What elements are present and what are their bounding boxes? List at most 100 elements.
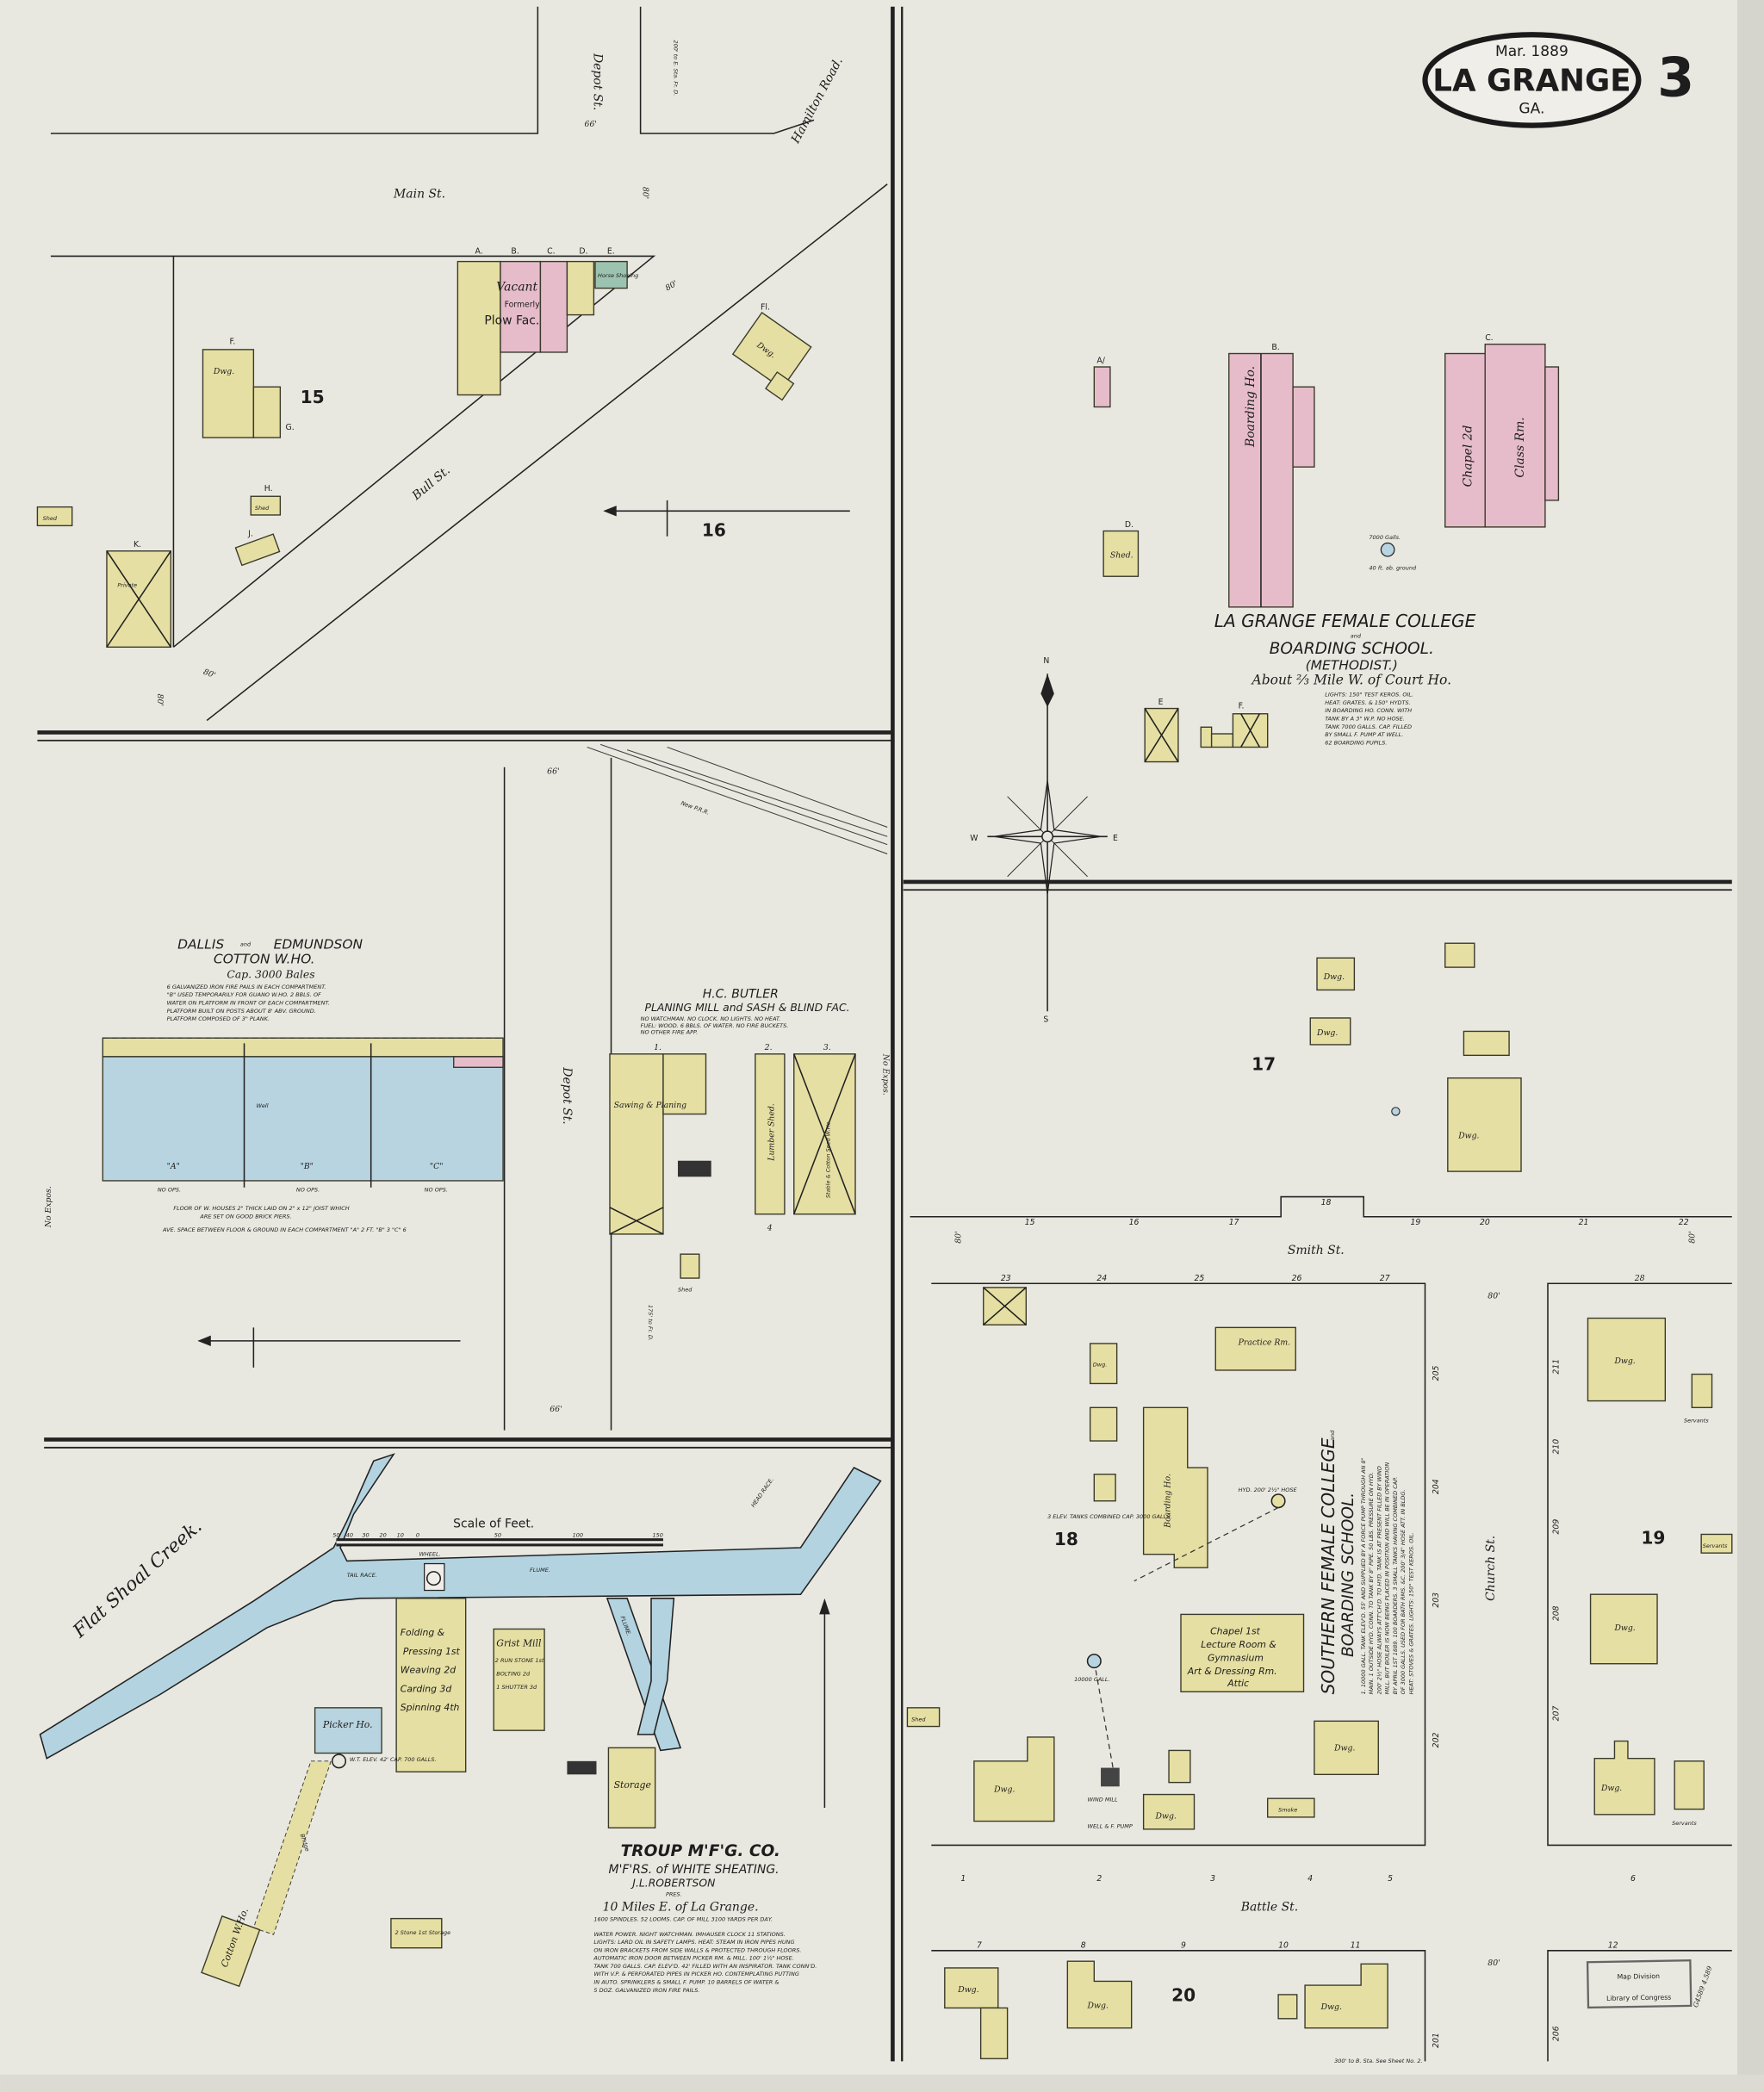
building-dwelling [1089, 1343, 1118, 1385]
boiler-icon [567, 1760, 597, 1775]
street-width: 80' [155, 694, 165, 706]
scale-tick: 150 [653, 1532, 663, 1539]
building-dwelling [1316, 957, 1356, 991]
vacant-label: Vacant [496, 281, 537, 295]
lot-number: 28 [1634, 1274, 1645, 1283]
dwelling-label: Dwg. [1613, 1356, 1635, 1366]
note-line: NO WATCHMAN. NO CLOCK. NO LIGHTS. NO HEA… [641, 1015, 781, 1022]
stone-storage-building [390, 1917, 443, 1949]
cotton-warehouse [201, 1915, 261, 1988]
compass-rose-icon: N S W E [970, 656, 1118, 1025]
butler-name: H.C. BUTLER [703, 988, 779, 1002]
note-line: BY SMALL F. PUMP AT WELL. [1325, 731, 1403, 738]
note-line: FLOOR OF W. HOUSES 2" THICK LAID ON 2" x… [173, 1205, 349, 1212]
picker-house-building [314, 1707, 382, 1754]
mill-floor-labels: Folding & Pressing 1st Weaving 2d Cardin… [401, 1627, 461, 1713]
lot-number: 9 [1181, 1941, 1186, 1951]
note-line: LIGHTS: 150° TEST KEROS. OIL. [1325, 692, 1413, 698]
scale-tick: 10 [397, 1532, 404, 1539]
building-dwelling [1589, 1593, 1658, 1665]
college-denomination: (METHODIST.) [1306, 658, 1398, 674]
dwelling-label: Dwg. [1457, 1131, 1479, 1140]
lot-number: 1 [960, 1874, 966, 1884]
grist-floor-label: BOLTING 2d [496, 1671, 531, 1678]
note-line: IN AUTO. SPRINKLERS & SMALL F. PUMP. 10 … [593, 1979, 779, 1986]
lot-number: 206 [1551, 2026, 1561, 2041]
wheel-label: WHEEL. [419, 1550, 440, 1557]
note-line: 5 DOZ. GALVANIZED IRON FIRE PAILS. [593, 1987, 699, 1994]
map-date: Mar. 1889 [1495, 43, 1568, 60]
servants-label: Servants [1703, 1543, 1728, 1549]
block-number: 19 [1641, 1527, 1665, 1548]
college-name-2: BOARDING SCHOOL. [1270, 640, 1434, 658]
chapel-building [1444, 352, 1486, 528]
lot-number: 12 [1608, 1941, 1618, 1951]
street-width: 80' [641, 187, 650, 199]
lot-number: 5 [1388, 1874, 1393, 1884]
lot-number: 203 [1432, 1592, 1441, 1608]
lot-number: 204 [1432, 1479, 1441, 1494]
street-width: 80' [1687, 1231, 1697, 1243]
private-label: Private [117, 582, 137, 589]
servants-label: Servants [1684, 1417, 1709, 1424]
scale-bar: Scale of Feet. 50 40 30 20 10 0 50 100 1… [332, 1518, 663, 1547]
cotton-warehouse-section: DALLIS and EDMUNDSON COTTON W.HO. Cap. 3… [44, 936, 504, 1368]
servants-building [1700, 1533, 1733, 1554]
building-small [1093, 366, 1111, 408]
water-tank-icon [1380, 542, 1395, 557]
block19-side-numbers: 211 210 209 208 207 206 [1551, 1359, 1561, 2041]
scale-tick: 50 [332, 1532, 339, 1539]
note-line: BY APRIL 1ST 1889. 100 BOARDERS. 3 SMALL… [1392, 1477, 1399, 1695]
note-line: AUTOMATIC IRON DOOR BETWEEN PICKER RM. &… [593, 1955, 793, 1962]
arrow-head-icon [197, 1335, 211, 1347]
lot-letter: J. [247, 530, 253, 539]
class-room-label: Class Rm. [1513, 417, 1527, 477]
paper-edge [1736, 0, 1764, 2092]
chapel-line: Chapel 1st [1210, 1626, 1261, 1637]
lot-number: 20 [1480, 1218, 1490, 1227]
windmill-icon [1101, 1767, 1120, 1787]
dwelling-label: Dwg. [1320, 2002, 1342, 2012]
note-line: 200' 2½" HOSE ALWAYS ATT'CH'D. TO HYD. T… [1376, 1466, 1382, 1694]
college-name: SOUTHERN FEMALE COLLEGE [1318, 1437, 1339, 1694]
lot-number: 16 [1129, 1218, 1140, 1227]
note-line: 6 GALVANIZED IRON FIRE PAILS IN EACH COM… [167, 984, 326, 990]
lot-number: 4 [1307, 1874, 1313, 1884]
note-line: AVE. SPACE BETWEEN FLOOR & GROUND IN EAC… [162, 1226, 407, 1233]
street-width: 66' [550, 1405, 562, 1414]
block-19-section: 19 28 Dwg. Servants Servants Dwg. Dwg. S… [1547, 1274, 1733, 2041]
lot-number: 23 [1001, 1274, 1011, 1283]
college-location: About ⅔ Mile W. of Court Ho. [1251, 673, 1452, 688]
building-number: 3. [823, 1043, 831, 1052]
warehouse-owner-2: EDMUNDSON [274, 936, 363, 952]
planing-mill-building [609, 1053, 664, 1235]
building-vacant [457, 260, 501, 396]
floor-notes: FLOOR OF W. HOUSES 2" THICK LAID ON 2" x… [162, 1205, 407, 1233]
building-shed [234, 533, 281, 567]
building-dwelling [1314, 1720, 1379, 1776]
lot-letter: E [1158, 698, 1164, 707]
building-number: 2. [764, 1043, 773, 1052]
block-number: 18 [1054, 1529, 1078, 1549]
lot-letter: Fl. [761, 302, 770, 312]
shed-label: Shed [911, 1716, 926, 1723]
troup-name: TROUP M'F'G. CO. [621, 1842, 780, 1860]
railroad-tracks [587, 743, 888, 854]
chapel-gymnasium-building [1180, 1613, 1305, 1692]
building-dwelling [1587, 1317, 1667, 1402]
shed-label: Shed [43, 515, 58, 522]
lot-letter: C. [547, 246, 555, 256]
scale-tick: 30 [362, 1532, 369, 1539]
note-line: WATER ON PLATFORM IN FRONT OF EACH COMPA… [167, 999, 330, 1006]
chapel-line: Art & Dressing Rm. [1187, 1666, 1277, 1677]
tank-capacity-label: 7000 Galls. [1369, 534, 1401, 541]
building-shed [1102, 530, 1140, 577]
building-dwelling [944, 1967, 999, 2009]
stone-storage-label: 2 Stone 1st Storage [395, 1929, 451, 1936]
block-number: 17 [1252, 1053, 1276, 1074]
lot-letter: D. [1125, 520, 1134, 530]
lot-letter: C. [1485, 333, 1493, 343]
water-tank-icon [331, 1754, 347, 1769]
lot-number: 22 [1679, 1218, 1689, 1227]
lumber-shed [755, 1053, 786, 1215]
